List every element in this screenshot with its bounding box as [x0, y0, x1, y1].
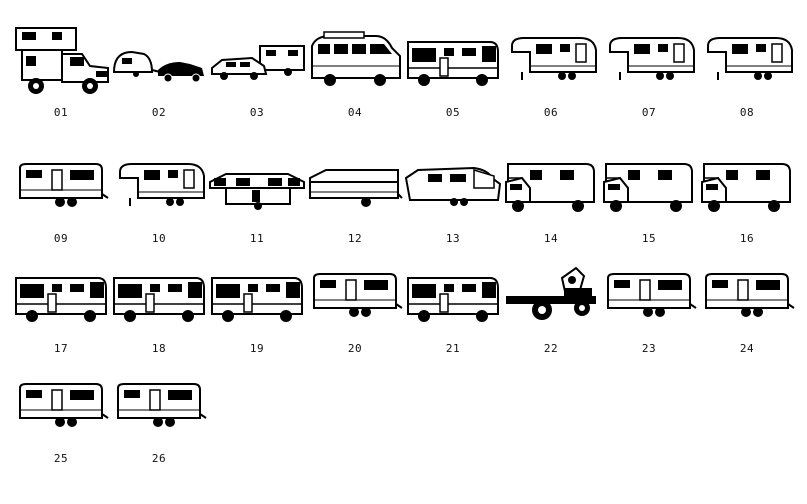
item-number-label: 05 [445, 106, 461, 119]
catalog-item-09[interactable]: 09 [12, 148, 110, 260]
chassis-frame-icon [502, 258, 600, 334]
class-a-motorhome-icon [404, 22, 502, 98]
item-number-label: 08 [739, 106, 755, 119]
item-number-label: 01 [53, 106, 69, 119]
toy-hauler-ramp-icon [12, 148, 110, 224]
catalog-item-04[interactable]: 04 [306, 22, 404, 134]
travel-trailer-icon [306, 258, 404, 334]
class-a-motorhome-icon [110, 258, 208, 334]
item-number-label: 22 [543, 342, 559, 355]
catalog-item-14[interactable]: 14 [502, 148, 600, 260]
teardrop-trailer-with-car-icon [110, 22, 208, 98]
travel-trailer-icon [600, 258, 698, 334]
catalog-item-05[interactable]: 05 [404, 22, 502, 134]
item-number-label: 23 [641, 342, 657, 355]
catalog-item-08[interactable]: 08 [698, 22, 796, 134]
travel-trailer-icon [698, 258, 796, 334]
travel-trailer-icon [12, 368, 110, 444]
item-number-label: 20 [347, 342, 363, 355]
fifth-wheel-trailer-icon [698, 22, 796, 98]
catalog-item-16[interactable]: 16 [698, 148, 796, 260]
item-number-label: 25 [53, 452, 69, 465]
small-trailer-with-suv-icon [208, 22, 306, 98]
item-number-label: 11 [249, 232, 265, 245]
class-a-motorhome-icon [404, 258, 502, 334]
camper-van-icon [306, 22, 404, 98]
class-c-motorhome-icon [698, 148, 796, 224]
catalog-item-18[interactable]: 18 [110, 258, 208, 370]
catalog-item-03[interactable]: 03 [208, 22, 306, 134]
catalog-item-26[interactable]: 26 [110, 368, 208, 480]
class-a-motorhome-icon [208, 258, 306, 334]
catalog-item-20[interactable]: 20 [306, 258, 404, 370]
travel-trailer-icon [110, 368, 208, 444]
catalog-item-19[interactable]: 19 [208, 258, 306, 370]
item-number-label: 21 [445, 342, 461, 355]
fifth-wheel-trailer-icon [600, 22, 698, 98]
class-a-motorhome-icon [12, 258, 110, 334]
class-c-motorhome-icon [502, 148, 600, 224]
item-number-label: 14 [543, 232, 559, 245]
class-c-motorhome-icon [600, 148, 698, 224]
item-number-label: 12 [347, 232, 363, 245]
catalog-item-07[interactable]: 07 [600, 22, 698, 134]
catalog-item-24[interactable]: 24 [698, 258, 796, 370]
item-number-label: 03 [249, 106, 265, 119]
fifth-wheel-with-pickup-icon [110, 148, 208, 224]
catalog-item-15[interactable]: 15 [600, 148, 698, 260]
catalog-item-02[interactable]: 02 [110, 22, 208, 134]
item-number-label: 13 [445, 232, 461, 245]
catalog-item-01[interactable]: 01 [12, 22, 110, 134]
catalog-item-23[interactable]: 23 [600, 258, 698, 370]
item-number-label: 18 [151, 342, 167, 355]
catalog-item-13[interactable]: 13 [404, 148, 502, 260]
catalog-item-25[interactable]: 25 [12, 368, 110, 480]
item-number-label: 04 [347, 106, 363, 119]
catalog-item-12[interactable]: 12 [306, 148, 404, 260]
popup-camper-open-icon [208, 148, 306, 224]
catalog-item-11[interactable]: 11 [208, 148, 306, 260]
item-number-label: 10 [151, 232, 167, 245]
item-number-label: 02 [151, 106, 167, 119]
item-number-label: 09 [53, 232, 69, 245]
catalog-item-10[interactable]: 10 [110, 148, 208, 260]
item-number-label: 24 [739, 342, 755, 355]
item-number-label: 19 [249, 342, 265, 355]
item-number-label: 07 [641, 106, 657, 119]
popup-camper-closed-icon [306, 148, 404, 224]
catalog-item-06[interactable]: 06 [502, 22, 600, 134]
catalog-item-21[interactable]: 21 [404, 258, 502, 370]
catalog-item-17[interactable]: 17 [12, 258, 110, 370]
item-number-label: 06 [543, 106, 559, 119]
truck-camper-icon [12, 22, 110, 98]
catalog-item-22[interactable]: 22 [502, 258, 600, 370]
item-number-label: 26 [151, 452, 167, 465]
item-number-label: 16 [739, 232, 755, 245]
item-number-label: 17 [53, 342, 69, 355]
item-number-label: 15 [641, 232, 657, 245]
fifth-wheel-slideout-icon [502, 22, 600, 98]
hybrid-trailer-icon [404, 148, 502, 224]
